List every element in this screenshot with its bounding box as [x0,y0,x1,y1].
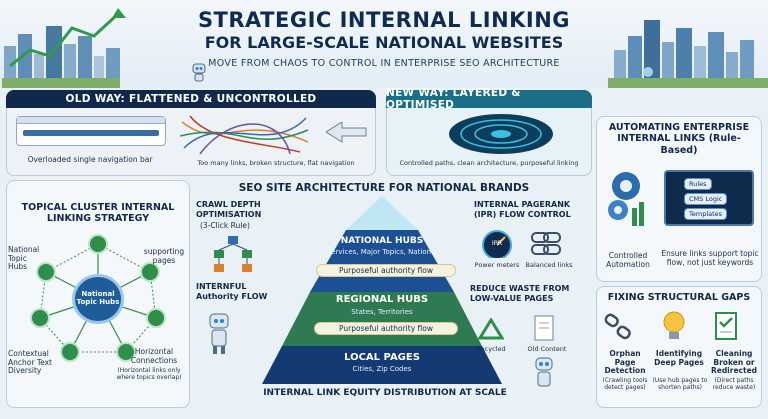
national-hubs-sub: Services, Major Topics, National [326,248,438,256]
old-way-caption-left: Overloaded single navigation bar [27,155,153,164]
structural-gaps-title: FIXING STRUCTURAL GAPS [607,292,751,303]
cluster-node [140,262,160,282]
crawl-depth-title: CRAWL DEPTH OPTIMISATION [196,200,262,219]
ipr-title: INTERNAL PAGERANK (IPR) FLOW CONTROL [474,200,571,219]
cluster-node [146,308,166,328]
national-hubs-layer: NATIONAL HUBS Services, Major Topics, Na… [262,236,502,296]
lightbulb-icon [663,311,685,339]
document-icon [534,315,554,341]
automation-caption-right: Ensure links support topic flow, not jus… [661,249,759,267]
pagerank-gauge-icon [482,230,512,258]
cluster-node [60,342,80,362]
page-subtitle: MOVE FROM CHAOS TO CONTROL IN ENTERPRISE… [208,58,560,69]
local-pages-layer: LOCAL PAGES Cities, Zip Codes [262,350,502,386]
regional-hubs-title: REGIONAL HUBS [335,294,429,305]
ipr-label-2: Balanced links [525,261,573,269]
chain-link-icon [531,232,561,255]
regional-hubs-layer: REGIONAL HUBS States, Territories [262,290,502,330]
gap-3-sub: (Direct paths reduce waste) [712,377,756,391]
old-way-caption-right: Too many links, broken structure, flat n… [197,159,355,167]
templates-pill: Templates [684,208,728,220]
regional-hubs-sub: States, Territories [351,308,413,316]
crawl-depth-sub: (3-Click Rule) [200,221,250,230]
cluster-node [30,308,50,328]
robot-icon [532,356,556,390]
cluster-node [36,262,56,282]
reduce-waste-title: REDUCE WASTE FROM LOW-VALUE PAGES [470,284,570,303]
checklist-icon [715,312,737,340]
waste-label-2: Old Content [527,345,567,353]
robot-icon [204,312,234,356]
automation-monitor: Rules CMS Logic Templates [664,170,754,226]
cluster-label-hubs: National Topic Hubs [8,245,40,272]
left-skyline [2,8,126,88]
page-title-line-2: FOR LARGE-SCALE NATIONAL WEBSITES [204,33,564,52]
browser-window-icon [16,116,166,146]
topical-cluster-title: TOPICAL CLUSTER INTERNAL LINKING STRATEG… [21,202,175,225]
authority-flow-label-1: Purposeful authority flow [316,264,456,277]
gears-icon [608,172,644,226]
layered-rings-icon [449,114,553,154]
robot-icon [190,62,208,82]
authority-flow-label-2: Purposeful authority flow [314,322,458,335]
crawl-tree-icon [214,236,252,272]
right-skyline [608,20,768,88]
equity-distribution-caption: INTERNAL LINK EQUITY DISTRIBUTION AT SCA… [263,388,507,398]
local-pages-title: LOCAL PAGES [344,352,420,363]
cluster-center-hub: National Topic Hubs [72,274,124,324]
old-way-title: OLD WAY: FLATTENED & UNCONTROLLED [6,90,376,108]
new-way-title: NEW WAY: LAYERED & OPTIMISED [386,87,592,111]
gap-1-sub: (Crawling tools detect pages) [602,377,648,391]
recycle-icon [478,318,504,340]
cluster-label-horizontal-sub: (Horizontal links only where topics over… [116,367,182,381]
gap-2-title: Identifying Deep Pages [654,349,704,367]
local-pages-sub: Cities, Zip Codes [352,365,412,373]
national-hubs-title: NATIONAL HUBS [340,236,424,246]
ipr-gauge-label: IPR [491,239,503,247]
internal-flow-title: INTERNFUL Authority FLOW [196,282,268,301]
gap-3-title: Cleaning Broken or Redirected [710,349,758,376]
waste-label-1: Recycled [476,345,506,353]
rules-pill: Rules [684,178,712,190]
cluster-label-horizontal: Horizontal Connections [130,347,178,365]
header: STRATEGIC INTERNAL LINKING FOR LARGE-SCA… [0,0,768,88]
page-title: STRATEGIC INTERNAL LINKING [197,8,571,32]
cluster-label-support: supporting pages [143,247,185,265]
structural-gaps-panel [596,286,762,408]
new-way-caption: Controlled paths, clean architecture, pu… [399,159,579,167]
cms-logic-pill: CMS Logic [684,193,728,205]
ipr-label-1: Power meters [474,261,520,269]
tangled-links-icon [180,115,309,155]
gap-2-sub: (Use hub pages to shorten paths) [652,377,708,391]
gap-1-title: Orphan Page Detection [604,349,646,376]
automating-title: AUTOMATING ENTERPRISE INTERNAL LINKS (Ru… [608,122,750,156]
broken-link-icon [604,313,631,340]
automation-caption-left: Controlled Automation [606,251,650,269]
cluster-label-anchor: Contextual Anchor Text Diversity [8,349,52,376]
cluster-node [88,234,108,254]
cluster-node [116,342,136,362]
architecture-title: SEO SITE ARCHITECTURE FOR NATIONAL BRAND… [238,182,530,194]
